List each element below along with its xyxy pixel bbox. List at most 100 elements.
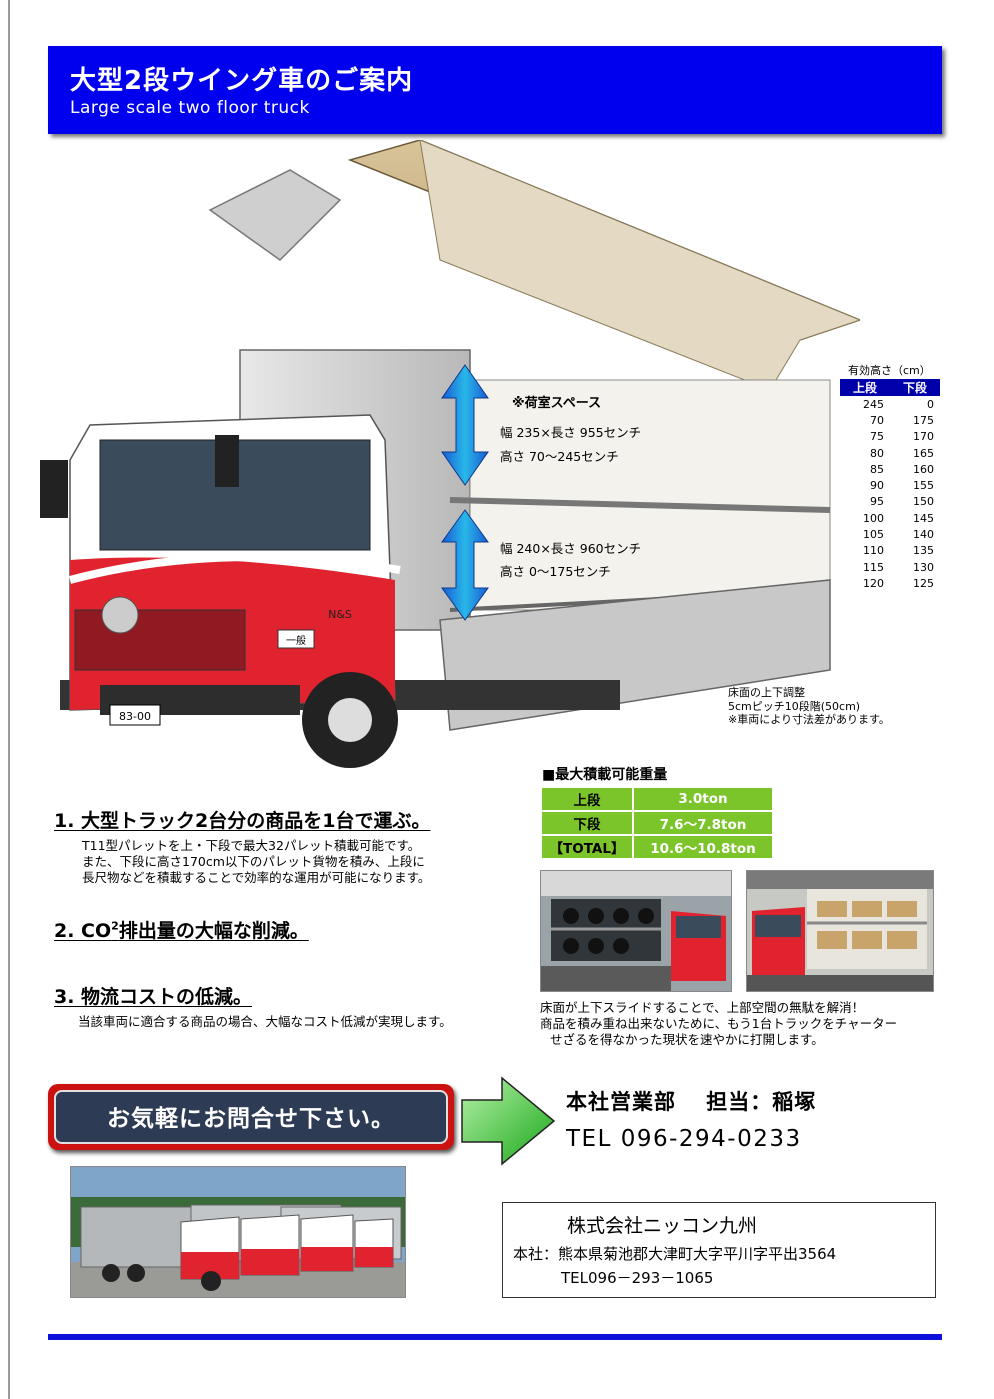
cell: 135 xyxy=(913,544,934,558)
cell: 130 xyxy=(913,560,934,574)
max-load-title: ■最大積載可能重量 xyxy=(542,767,668,783)
upper-height: 高さ 70～245センチ xyxy=(500,449,619,464)
description-line: 当該車両に適合する商品の場合、大幅なコスト低減が実現します。 xyxy=(78,1014,452,1029)
cell: 105 xyxy=(863,528,884,542)
upper-height-arrow xyxy=(441,364,489,486)
column-header-lower: 下段 xyxy=(890,379,940,396)
point-3-title: 3. 物流コストの低減。 xyxy=(54,986,253,1008)
company-info-box: 株式会社ニッコン九州 本社：熊本県菊池郡大津町大字平川字平出3564 TEL09… xyxy=(502,1202,936,1298)
max-load-table: 上段 3.0ton 下段 7.6～7.8ton 【TOTAL】 10.6～10.… xyxy=(540,786,774,860)
load-value-lower: 7.6～7.8ton xyxy=(634,812,772,834)
front-grille xyxy=(74,609,246,671)
cell: 155 xyxy=(913,479,934,493)
cell: 150 xyxy=(913,495,934,509)
page-subtitle: Large scale two floor truck xyxy=(70,98,310,118)
point-2-suffix: 排出量の大幅な削減。 xyxy=(118,920,309,942)
column-header-upper: 上段 xyxy=(840,379,890,396)
contact-tel[interactable]: TEL 096-294-0233 xyxy=(566,1126,802,1152)
cell: 70 xyxy=(870,413,884,427)
description-line: T11型パレットを上・下段で最大32パレット積載可能です。 xyxy=(82,838,421,853)
cell: 110 xyxy=(863,544,884,558)
cargo-space-heading: ※荷室スペース xyxy=(512,396,602,411)
front-wing xyxy=(208,169,342,261)
floor-adjust-note: 床面の上下調整 5cmピッチ10段階(50cm) ※車両により寸法差があります。 xyxy=(728,686,890,727)
description-line: また、下段に高さ170cm以下のパレット貨物を積み、上段に xyxy=(82,854,425,869)
table-row: 【TOTAL】 10.6～10.8ton xyxy=(542,836,772,858)
cell: 115 xyxy=(863,560,884,574)
caption-line: 床面が上下スライドすることで、上部空間の無駄を解消！ xyxy=(540,1000,865,1015)
cell: 140 xyxy=(913,528,934,542)
cell: 175 xyxy=(913,413,934,427)
photo-loaded-motorcycles xyxy=(540,870,732,992)
deck-rail xyxy=(449,497,831,513)
point-1-title: 1. 大型トラック2台分の商品を1台で運ぶ。 xyxy=(54,810,431,832)
load-label-upper: 上段 xyxy=(542,788,632,810)
point-2-title: 2. CO2排出量の大幅な削減。 xyxy=(54,916,309,943)
cell: 75 xyxy=(870,430,884,444)
company-name: 株式会社ニッコン九州 xyxy=(567,1215,758,1237)
table-row: 110 135 xyxy=(840,543,940,559)
front-wheel-hub xyxy=(328,698,372,742)
cab-stripe xyxy=(68,553,401,584)
cell: 90 xyxy=(870,479,884,493)
cell: 160 xyxy=(913,462,934,476)
table-row: 上段 3.0ton xyxy=(542,788,772,810)
load-value-total: 10.6～10.8ton xyxy=(634,836,772,858)
load-label-total: 【TOTAL】 xyxy=(542,836,632,858)
wing-inner xyxy=(419,140,860,391)
front-mirror xyxy=(215,435,239,487)
table-row: 75 170 xyxy=(840,429,940,445)
truck-illustration: 83-00 一般 N&S xyxy=(40,140,860,768)
table-row: 90 155 xyxy=(840,477,940,493)
cell: 245 xyxy=(863,397,884,411)
photo-caption: 床面が上下スライドすることで、上部空間の無駄を解消！ 商品を積み重ね出来ないため… xyxy=(540,1000,897,1048)
floor-note-line: 5cmピッチ10段階(50cm) xyxy=(728,699,861,713)
table-row: 80 165 xyxy=(840,445,940,461)
cell: 120 xyxy=(863,576,884,590)
table-row: 105 140 xyxy=(840,526,940,542)
effective-height-table: 有効高さ（cm） 上段 下段 245 0 70 175 75 170 80 165 85… xyxy=(840,362,940,592)
cell: 145 xyxy=(913,511,934,525)
lower-height-arrow xyxy=(441,509,489,621)
table-row: 下段 7.6～7.8ton xyxy=(542,812,772,834)
page-margin-line xyxy=(8,0,10,1399)
cell: 0 xyxy=(927,397,934,411)
caption-line: せざるを得なかった現状を速やかに打開します。 xyxy=(550,1032,824,1047)
load-value-upper: 3.0ton xyxy=(634,788,772,810)
table-row: 70 175 xyxy=(840,412,940,428)
side-mirror xyxy=(40,460,68,518)
header-banner: 大型2段ウイング車のご案内 Large scale two floor truc… xyxy=(48,46,942,134)
cab-badge-text: 一般 xyxy=(286,634,306,647)
cell: 170 xyxy=(913,430,934,444)
bottom-rule xyxy=(48,1334,942,1340)
license-plate-text: 83-00 xyxy=(119,710,151,723)
cell: 80 xyxy=(870,446,884,460)
arrow-right-icon xyxy=(461,1076,556,1166)
cell: 165 xyxy=(913,446,934,460)
floor-note-line: ※車両により寸法差があります。 xyxy=(728,713,890,726)
description-line: 長尺物などを積載することで効率的な運用が可能になります。 xyxy=(82,870,431,885)
sales-department: 本社営業部 担当：稲塚 xyxy=(566,1090,817,1114)
lower-height: 高さ 0～175センチ xyxy=(500,564,611,579)
hino-emblem xyxy=(101,596,139,634)
company-tel[interactable]: TEL096－293－1065 xyxy=(561,1269,714,1287)
effective-height-caption: 有効高さ（cm） xyxy=(848,364,931,377)
floor-note-line: 床面の上下調整 xyxy=(728,686,805,699)
load-label-lower: 下段 xyxy=(542,812,632,834)
point-3-description: 当該車両に適合する商品の場合、大幅なコスト低減が実現します。 xyxy=(78,1014,452,1030)
point-2-prefix: 2. CO xyxy=(54,920,112,942)
upper-size: 幅 235×長さ 955センチ xyxy=(500,425,642,440)
cell: 125 xyxy=(913,576,934,590)
photo-loaded-boxes xyxy=(746,870,934,992)
page-title: 大型2段ウイング車のご案内 xyxy=(70,66,414,96)
table-row: 245 0 xyxy=(840,396,940,412)
contact-button-face xyxy=(54,1090,448,1144)
point-2-superscript: 2 xyxy=(111,919,119,933)
table-row: 115 130 xyxy=(840,559,940,575)
photo-truck-fleet xyxy=(70,1166,406,1298)
contact-us-button[interactable]: お気軽にお問合せ下さい。 xyxy=(48,1084,454,1150)
